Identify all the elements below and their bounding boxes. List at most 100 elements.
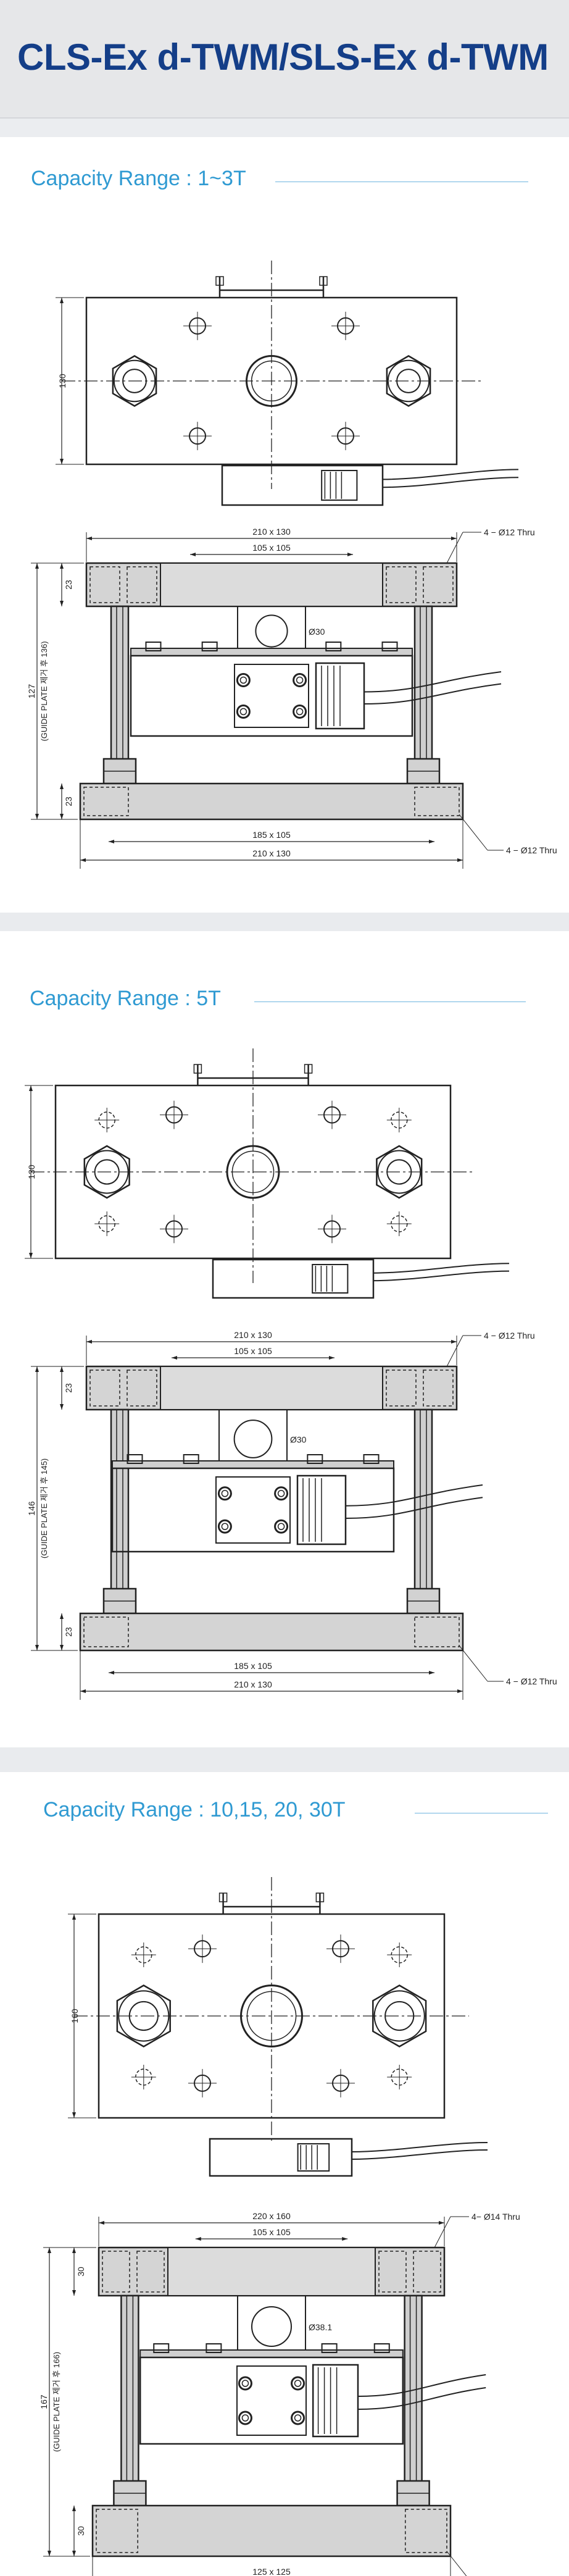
cable	[373, 1270, 510, 1282]
dim-arrow	[72, 2506, 76, 2511]
drawing-part	[274, 1519, 289, 1534]
hidden-edge	[414, 787, 460, 816]
drawing-part	[274, 1486, 289, 1501]
dim-arrow	[35, 814, 39, 819]
dim-arrow	[72, 2112, 76, 2118]
dimension-label: 130	[57, 374, 67, 388]
dim-arrow	[439, 2221, 444, 2225]
section-gap	[0, 913, 569, 931]
drawing-part	[304, 1064, 313, 1074]
drawing-part	[206, 2343, 222, 2353]
hex-nut	[386, 355, 431, 407]
drawing-part	[277, 1523, 285, 1530]
drawing-part	[294, 2414, 302, 2422]
dim-arrow	[60, 784, 64, 789]
hidden-edge	[386, 566, 417, 603]
drawing-line	[459, 814, 488, 851]
dimension-label: Ø30	[290, 1435, 307, 1445]
dim-arrow	[457, 858, 463, 862]
drawing-part	[139, 2349, 404, 2358]
dim-arrow	[109, 840, 114, 843]
dimension-label: (GUIDE PLATE 제거 후 136)	[39, 641, 49, 741]
drawing-part	[296, 708, 304, 716]
capacity-value: 5T	[196, 987, 221, 1010]
drawing-part	[396, 369, 421, 393]
drawing-part	[296, 1474, 347, 1545]
cable	[357, 2374, 486, 2397]
dimension-label: 220 x 160	[252, 2211, 291, 2221]
page-header: CLS-Ex d-TWM/SLS-Ex d-TWM	[0, 0, 569, 119]
drawing-part	[240, 1984, 303, 2047]
section-gap	[0, 1747, 569, 1772]
dimension-label: 167	[39, 2394, 49, 2409]
dimension-label: 4 − Ø12 Thru	[506, 1676, 557, 1686]
drawing-part	[183, 1454, 199, 1464]
dim-arrow	[99, 2221, 104, 2225]
drawing-part	[315, 662, 365, 730]
drawing-part	[85, 1150, 129, 1194]
hidden-edge	[378, 2251, 407, 2293]
drawing-part	[277, 1490, 285, 1497]
hidden-edge	[386, 1370, 417, 1407]
drawing-part	[251, 2306, 292, 2347]
drawing-part	[255, 614, 288, 648]
dim-arrow	[35, 563, 39, 569]
hidden-edge	[127, 566, 157, 603]
cable	[363, 683, 502, 705]
dim-arrow	[342, 2237, 348, 2241]
dimension-label: 105 x 105	[252, 2227, 291, 2237]
hidden-edge	[83, 787, 129, 816]
drawing-part	[312, 2364, 359, 2438]
drawing-part	[215, 1476, 291, 1544]
drawing-part	[238, 2376, 252, 2391]
cable	[351, 2142, 488, 2152]
drawing-part	[246, 1991, 297, 2041]
drawing-part	[112, 1460, 394, 1469]
hidden-edge	[83, 1616, 129, 1647]
dimension-label: 105 x 105	[252, 543, 291, 553]
dim-arrow	[48, 2551, 51, 2556]
drawing-part	[312, 1264, 349, 1294]
drawing-part	[221, 464, 384, 506]
dimension-label: 30	[76, 2526, 86, 2536]
dim-arrow	[451, 537, 457, 540]
drawing-part	[139, 2356, 404, 2445]
hex-nut	[83, 1145, 130, 1199]
drawing-part	[145, 642, 162, 651]
drawing-part	[373, 2343, 390, 2353]
dimension-label: 23	[64, 797, 73, 806]
dim-arrow	[347, 553, 353, 556]
dimension-label: 210 x 130	[252, 848, 291, 858]
drawing-part	[153, 2343, 170, 2353]
drawing-part	[113, 359, 156, 403]
drawing-part	[218, 1892, 228, 1902]
cable	[373, 1263, 510, 1274]
hidden-edge	[405, 2509, 447, 2553]
dim-arrow	[80, 858, 86, 862]
drawing-part	[307, 1454, 323, 1464]
drawing-part	[110, 605, 130, 766]
dim-arrow	[190, 553, 196, 556]
dim-arrow	[109, 1671, 114, 1675]
cable	[345, 1497, 483, 1519]
page-title: CLS-Ex d-TWM/SLS-Ex d-TWM	[17, 36, 549, 78]
hidden-edge	[136, 2251, 165, 2293]
drawing-part	[321, 2343, 338, 2353]
dim-arrow	[429, 1671, 434, 1675]
drawing-part	[130, 648, 413, 656]
drawing-line	[445, 532, 463, 566]
drawing-part	[209, 2138, 353, 2177]
cable	[345, 1484, 483, 1507]
hidden-edge	[414, 1616, 460, 1647]
cable	[357, 2387, 486, 2410]
drawing-line	[445, 1335, 463, 1370]
dimension-label: 23	[64, 1383, 73, 1393]
dim-arrow	[60, 563, 64, 569]
dim-arrow	[60, 814, 64, 819]
dim-arrow	[329, 1356, 334, 1360]
dim-arrow	[29, 1085, 33, 1091]
